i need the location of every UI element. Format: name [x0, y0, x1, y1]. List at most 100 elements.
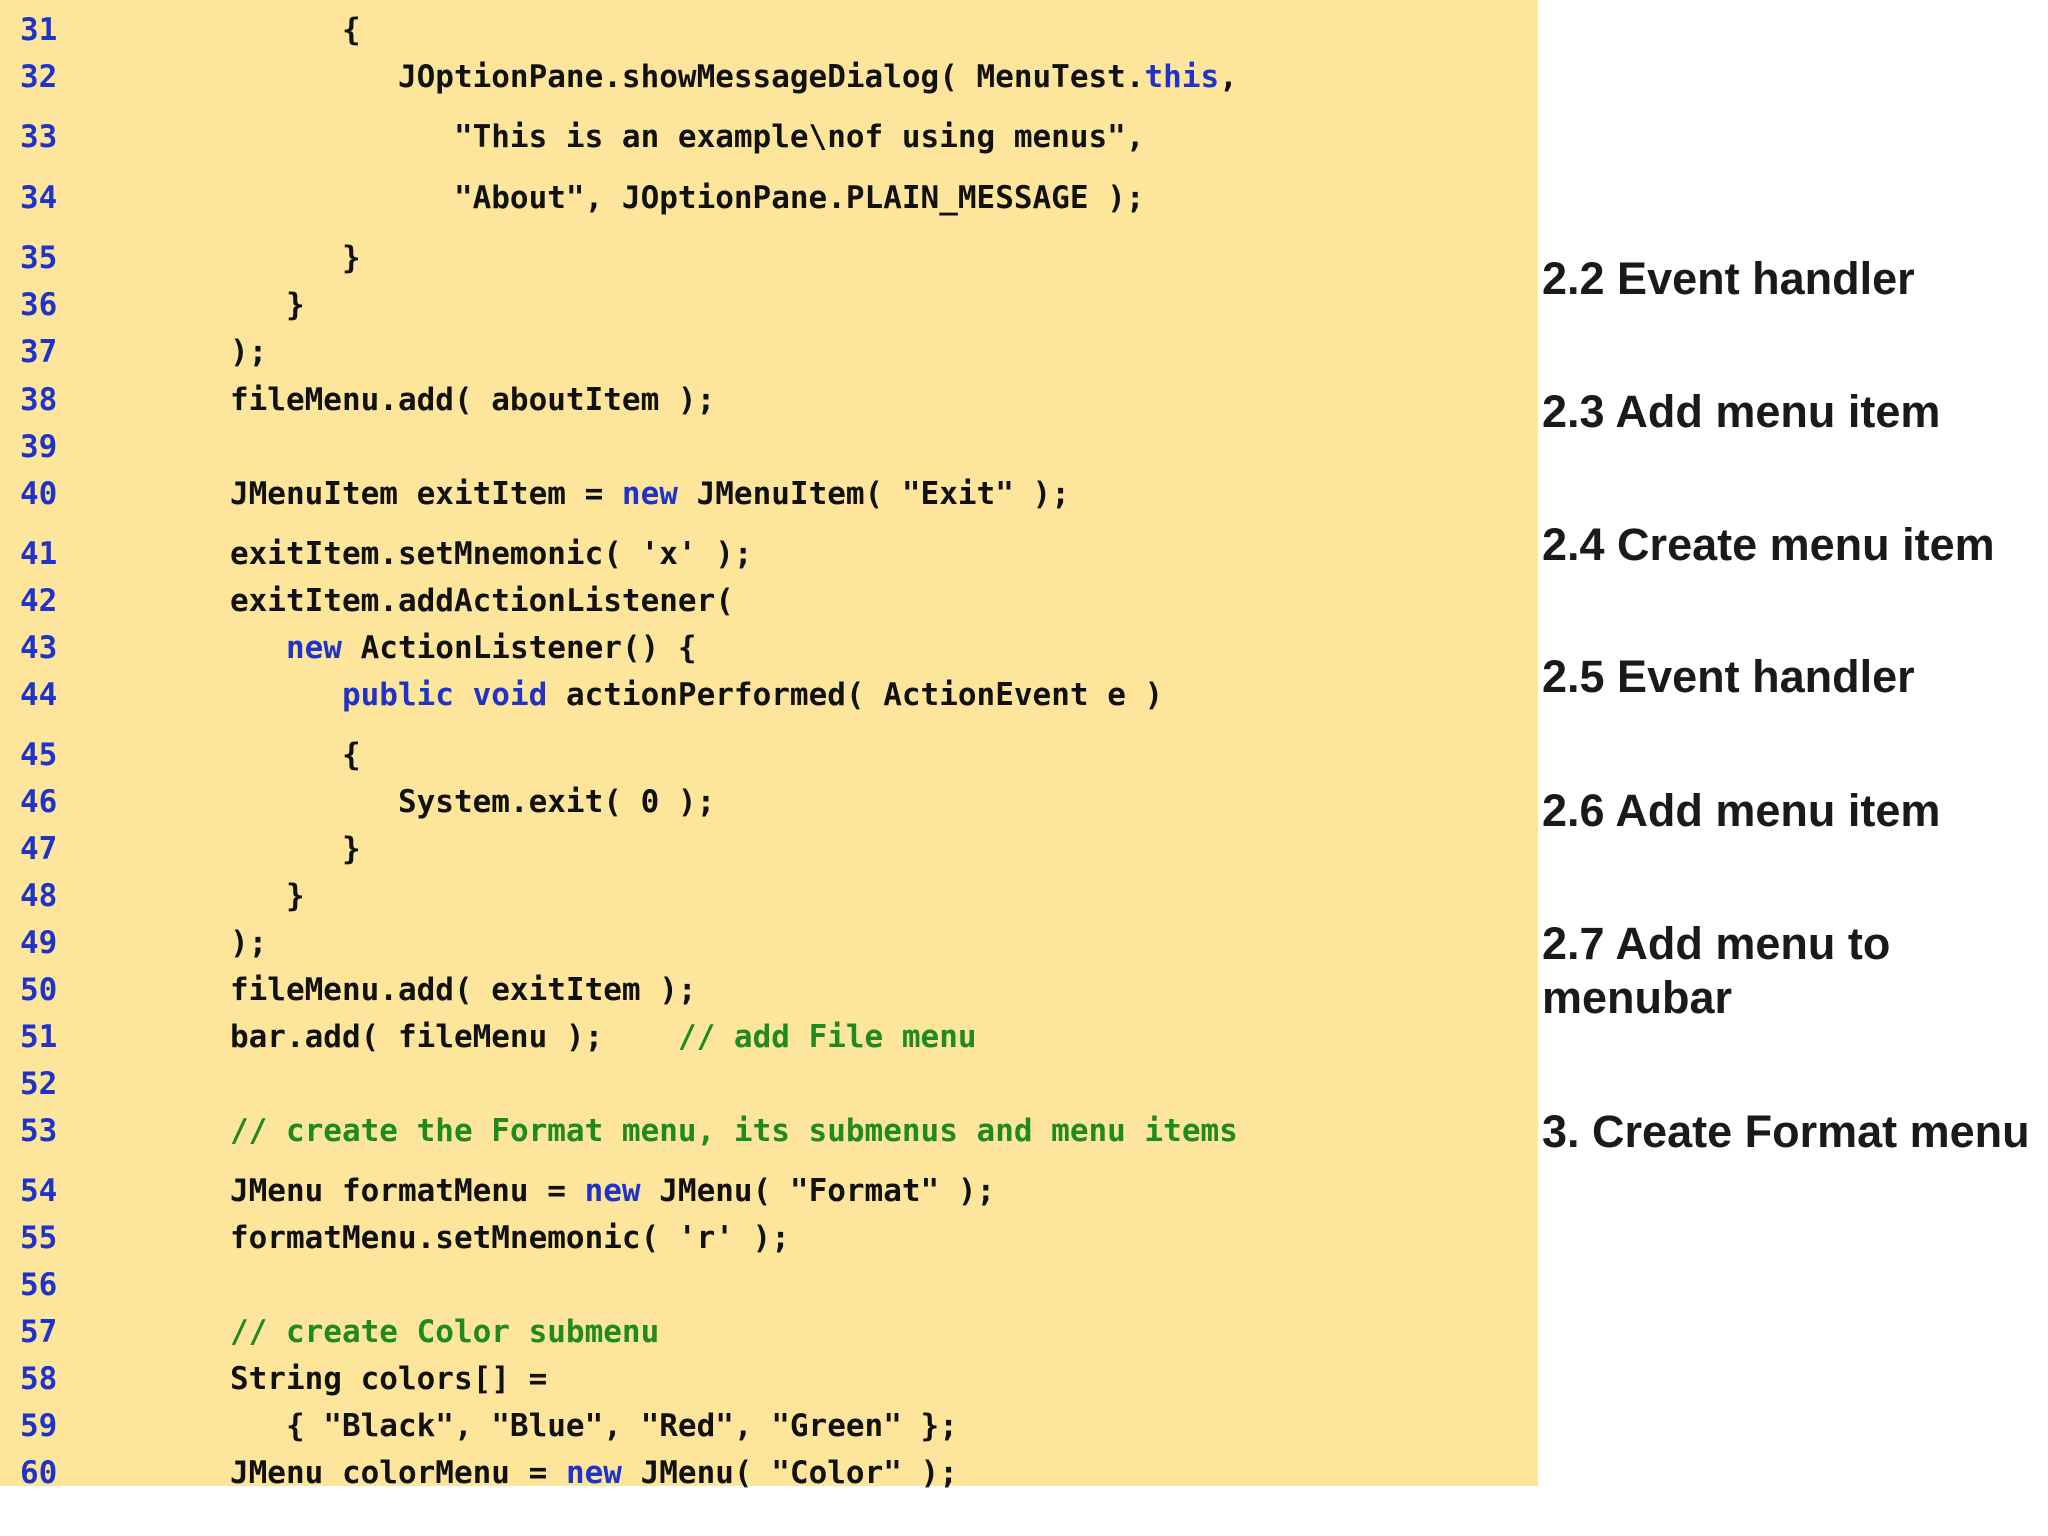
code-token: actionPerformed( ActionEvent e )	[547, 677, 1164, 713]
line-number: 35	[20, 240, 58, 276]
outline-item: 2.7 Add menu to menubar	[1542, 918, 1891, 1023]
code-token	[118, 630, 286, 666]
line-number: 39	[20, 429, 58, 465]
code-text: JMenuItem exitItem = new JMenuItem( "Exi…	[118, 474, 1070, 514]
code-token: { "Black", "Blue", "Red", "Green" };	[118, 1408, 958, 1444]
code-line: 37 );	[0, 332, 1538, 372]
code-line: 31 {	[0, 10, 1538, 50]
keyword-token: new	[285, 630, 342, 666]
line-number: 46	[20, 784, 58, 820]
code-text: JMenu colorMenu = new JMenu( "Color" );	[118, 1453, 958, 1493]
code-token: );	[118, 925, 268, 961]
code-token: fileMenu.add( aboutItem );	[118, 382, 716, 418]
keyword-token: this	[1144, 59, 1220, 95]
code-line: 44 public void actionPerformed( ActionEv…	[0, 675, 1538, 715]
code-text: "This is an example\nof using menus",	[118, 117, 1145, 157]
code-token: JMenu( "Format" );	[640, 1173, 996, 1209]
line-number: 52	[20, 1066, 58, 1102]
outline-item: 2.3 Add menu item	[1542, 386, 1941, 437]
code-text: "About", JOptionPane.PLAIN_MESSAGE );	[118, 178, 1145, 218]
code-token	[118, 677, 342, 713]
code-line: 38 fileMenu.add( aboutItem );	[0, 380, 1538, 420]
code-line: 46 System.exit( 0 );	[0, 782, 1538, 822]
code-line: 48 }	[0, 876, 1538, 916]
code-line: 53 // create the Format menu, its submen…	[0, 1111, 1538, 1151]
code-line: 57 // create Color submenu	[0, 1312, 1538, 1352]
code-line: 51 bar.add( fileMenu ); // add File menu	[0, 1017, 1538, 1057]
code-line: 40 JMenuItem exitItem = new JMenuItem( "…	[0, 474, 1538, 514]
code-text: fileMenu.add( aboutItem );	[118, 380, 715, 420]
code-line: 39	[0, 427, 1538, 467]
code-text: { "Black", "Blue", "Red", "Green" };	[118, 1406, 958, 1446]
line-number: 31	[20, 12, 58, 48]
code-text: bar.add( fileMenu ); // add File menu	[118, 1017, 977, 1057]
code-line: 55 formatMenu.setMnemonic( 'r' );	[0, 1218, 1538, 1258]
code-text: JMenu formatMenu = new JMenu( "Format" )…	[118, 1171, 995, 1211]
code-listing-panel: 31 {32 JOptionPane.showMessageDialog( Me…	[0, 0, 1538, 1491]
code-line: 41 exitItem.setMnemonic( 'x' );	[0, 534, 1538, 574]
code-text: }	[118, 285, 305, 325]
outline-item: 2.6 Add menu item	[1542, 785, 1941, 836]
line-number: 34	[20, 180, 58, 216]
line-number: 33	[20, 119, 58, 155]
line-number: 60	[20, 1455, 58, 1491]
line-number: 59	[20, 1408, 58, 1444]
line-number: 42	[20, 583, 58, 619]
code-token: }	[118, 878, 305, 914]
code-token: JMenuItem( "Exit" );	[677, 476, 1070, 512]
code-line: 56	[0, 1265, 1538, 1305]
line-number: 50	[20, 972, 58, 1008]
code-token: {	[118, 12, 361, 48]
keyword-token: new	[584, 1173, 641, 1209]
code-token: ActionListener() {	[341, 630, 697, 666]
line-number: 49	[20, 925, 58, 961]
code-token: System.exit( 0 );	[118, 784, 716, 820]
code-token: formatMenu.setMnemonic( 'r' );	[118, 1220, 790, 1256]
code-token: exitItem.setMnemonic( 'x' );	[118, 536, 753, 572]
code-token: fileMenu.add( exitItem );	[118, 972, 697, 1008]
code-text: JOptionPane.showMessageDialog( MenuTest.…	[118, 57, 1238, 97]
code-text: // create Color submenu	[118, 1312, 659, 1352]
code-line: 42 exitItem.addActionListener(	[0, 581, 1538, 621]
line-number: 43	[20, 630, 58, 666]
code-token: JMenu( "Color" );	[621, 1455, 958, 1491]
code-text: fileMenu.add( exitItem );	[118, 970, 697, 1010]
line-number: 54	[20, 1173, 58, 1209]
code-text: exitItem.setMnemonic( 'x' );	[118, 534, 753, 574]
line-number: 53	[20, 1113, 58, 1149]
code-line: 43 new ActionListener() {	[0, 628, 1538, 668]
code-text: new ActionListener() {	[118, 628, 697, 668]
code-token: }	[118, 831, 361, 867]
line-number: 40	[20, 476, 58, 512]
line-number: 57	[20, 1314, 58, 1350]
line-number: 44	[20, 677, 58, 713]
line-number: 48	[20, 878, 58, 914]
code-line: 47 }	[0, 829, 1538, 869]
code-text: }	[118, 238, 361, 278]
line-number: 45	[20, 737, 58, 773]
comment-token: // add File menu	[677, 1019, 977, 1055]
line-number: 55	[20, 1220, 58, 1256]
code-token	[454, 677, 473, 713]
line-number: 32	[20, 59, 58, 95]
line-number: 47	[20, 831, 58, 867]
code-text: }	[118, 876, 305, 916]
code-line: 50 fileMenu.add( exitItem );	[0, 970, 1538, 1010]
line-number: 37	[20, 334, 58, 370]
code-token: "This is an example\nof using menus",	[118, 119, 1145, 155]
outline-item: 3. Create Format menu	[1542, 1106, 2030, 1157]
code-token: ,	[1219, 59, 1238, 95]
code-token: "About", JOptionPane.PLAIN_MESSAGE );	[118, 180, 1145, 216]
code-token: }	[118, 240, 361, 276]
code-line: 52	[0, 1064, 1538, 1104]
line-number: 56	[20, 1267, 58, 1303]
code-token: bar.add( fileMenu );	[118, 1019, 678, 1055]
code-line: 54 JMenu formatMenu = new JMenu( "Format…	[0, 1171, 1538, 1211]
outline-item: 2.2 Event handler	[1542, 253, 1915, 304]
code-token: exitItem.addActionListener(	[118, 583, 734, 619]
code-token: JMenu colorMenu =	[118, 1455, 566, 1491]
code-token: JOptionPane.showMessageDialog( MenuTest.	[118, 59, 1145, 95]
code-token: }	[118, 287, 305, 323]
comment-token: // create Color submenu	[229, 1314, 660, 1350]
